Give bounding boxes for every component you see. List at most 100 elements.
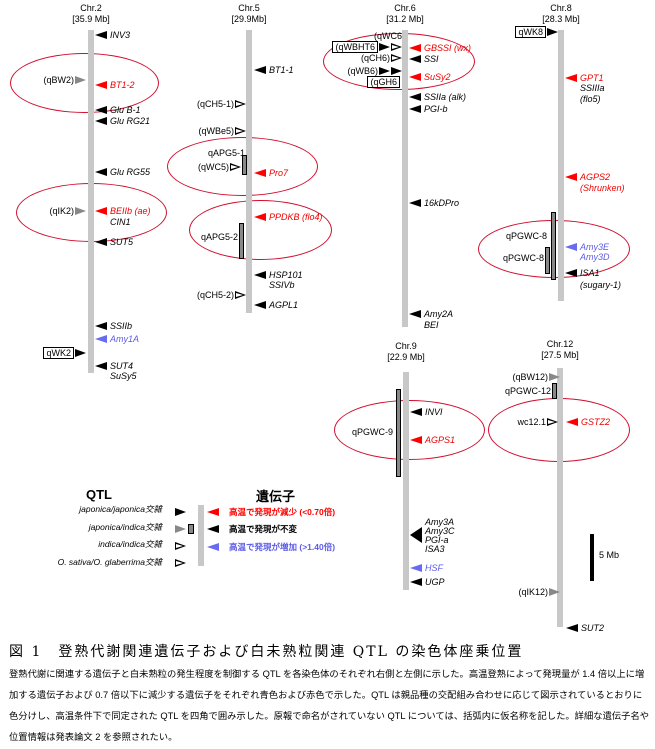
figure-caption: 登熟代謝に関連する遺伝子と白未熟粒の発生程度を制御する QTL を各染色体のそれ… [9,669,650,742]
qtl-marker: (qWBe5) [198,126,246,136]
gene-marker: SUT2 [566,623,604,633]
gene-marker: SuSy2 [409,72,451,82]
qtl-marker: (qCH5-2) [197,290,246,300]
gene-marker: Amy3E [565,242,609,252]
legend-gene-item: 高温で発現が増加 (>1.40倍) [207,541,335,553]
qtl-interval-bar [545,247,550,274]
legend-gene-item: 高温で発現が不変 [207,523,297,535]
qtl-marker: (qWC5) [198,162,241,172]
chr5-label: Chr.5[29.9Mb] [231,3,267,24]
gene-marker: HSP101 [254,270,303,280]
gene-marker: SSIIb [95,321,132,331]
qtl-marker: (qGH6 [367,76,400,88]
gene-marker: SUT4 [95,361,133,371]
gene-label: PGI-a [425,535,449,545]
gene-marker: Glu RG55 [95,167,150,177]
gene-marker: UGP [410,577,445,587]
gene-marker: GBSSI (wx) [409,43,471,53]
qtl-marker: (qIK2) [49,206,86,216]
highlight-ellipse [10,53,159,113]
chr2-label: Chr.2[35.9 Mb] [72,3,110,24]
gene-marker: Amy2A [409,309,453,319]
chr6-label: Chr.6[31.2 Mb] [386,3,424,24]
legend-qtl-marker [174,541,186,551]
gene-label: ISA3 [425,544,445,554]
gene-marker: AGPS1 [410,435,455,445]
gene-label: (flo5) [580,94,601,104]
qtl-marker: (qBW2) [43,75,86,85]
highlight-ellipse [323,33,475,90]
qtl-marker: qPGWC-8 [502,253,544,263]
qtl-interval-bar [551,212,556,280]
qtl-interval-bar [552,383,557,399]
chr5-bar [246,30,252,313]
legend-qtl-item: japonica/japonica交雑 [79,504,162,514]
scale-label: 5 Mb [599,550,620,560]
gene-label: Amy3A [425,517,455,527]
gene-marker: BEIIb (ae) [95,206,151,216]
chr8-label: Chr.8[28.3 Mb] [542,3,580,24]
figure-title: 図 1 登熟代謝関連遺伝子および白未熟粒関連 QTL の染色体座乗位置 [9,644,524,660]
gene-marker: BT1-1 [254,65,294,75]
qtl-marker: (qCH6) [361,53,402,63]
qtl-marker: qPGWC-9 [351,427,393,437]
qtl-marker: (qBW12) [512,372,560,382]
qtl-marker: (qCH5-1) [197,99,246,109]
gene-marker: SUT5 [95,237,133,247]
qtl-marker: qWK8 [515,26,558,38]
legend-qtl-marker [174,524,194,534]
qtl-marker: qWK2 [43,347,86,359]
gene-label: SSIIIa [580,83,605,93]
legend-chromosome-bar [198,505,204,566]
chr12-label: Chr.12[27.5 Mb] [541,339,579,360]
qtl-marker: wc12.1 [517,417,558,427]
qtl-interval-bar [239,223,244,259]
legend-qtl-item: O. sativa/O. glaberrima交雑 [57,557,162,567]
chr9-bar [403,372,409,590]
gene-marker: AGPL1 [254,300,298,310]
gene-label: SSIVb [269,280,295,290]
gene-marker: PPDKB (flo4) [254,212,323,222]
qtl-marker: qPGWC-12 [504,386,551,396]
gene-label: SuSy5 [110,371,137,381]
gene-label: CIN1 [110,217,131,227]
legend-qtl-item: indica/indica交雑 [98,539,162,549]
highlight-ellipse [189,200,332,260]
gene-marker: Pro7 [254,168,288,178]
gene-label: BEI [424,320,439,330]
chr8-bar [558,30,564,301]
qtl-marker: (qIK12) [518,587,560,597]
qtl-interval-bar [396,389,401,477]
chr2-bar [88,30,94,373]
gene-marker: SSI [409,54,439,64]
gene-label: (sugary-1) [580,280,622,290]
qtl-marker: (qWC6 [373,31,402,41]
gene-label: (Shrunken) [580,183,625,193]
qtl-marker: (qWB6) [347,66,402,76]
legend-qtl-item: japonica/indica交雑 [88,522,162,532]
gene-label: Amy3D [580,252,610,262]
qtl-marker: qPGWC-8 [505,231,547,241]
legend-gene-title: 遺伝子 [256,489,296,504]
legend-qtl-marker [174,558,186,568]
gene-marker: Glu B-1 [95,105,141,115]
gene-marker: PGI-b [409,104,448,114]
gene-marker: 16kDPro [409,198,459,208]
highlight-ellipse [334,400,485,460]
gene-marker: HSF [410,563,443,573]
gene-marker: GPT1 [565,73,604,83]
qtl-marker: qAPG5-2 [200,232,238,242]
gene-marker: AGPS2 [565,172,610,182]
highlight-ellipse [167,137,318,196]
gene-marker: INVI [410,407,443,417]
gene-label: Amy3C [425,526,455,536]
gene-arrow-icon [410,527,422,543]
legend-qtl-title: QTL [86,487,112,502]
qtl-interval-bar [242,155,247,175]
scale-bar [590,534,594,581]
gene-marker: ISA1 [565,268,600,278]
gene-marker: INV3 [95,30,130,40]
chr12-bar [557,368,563,627]
legend-gene-item: 高温で発現が減少 (<0.70倍) [207,506,335,518]
